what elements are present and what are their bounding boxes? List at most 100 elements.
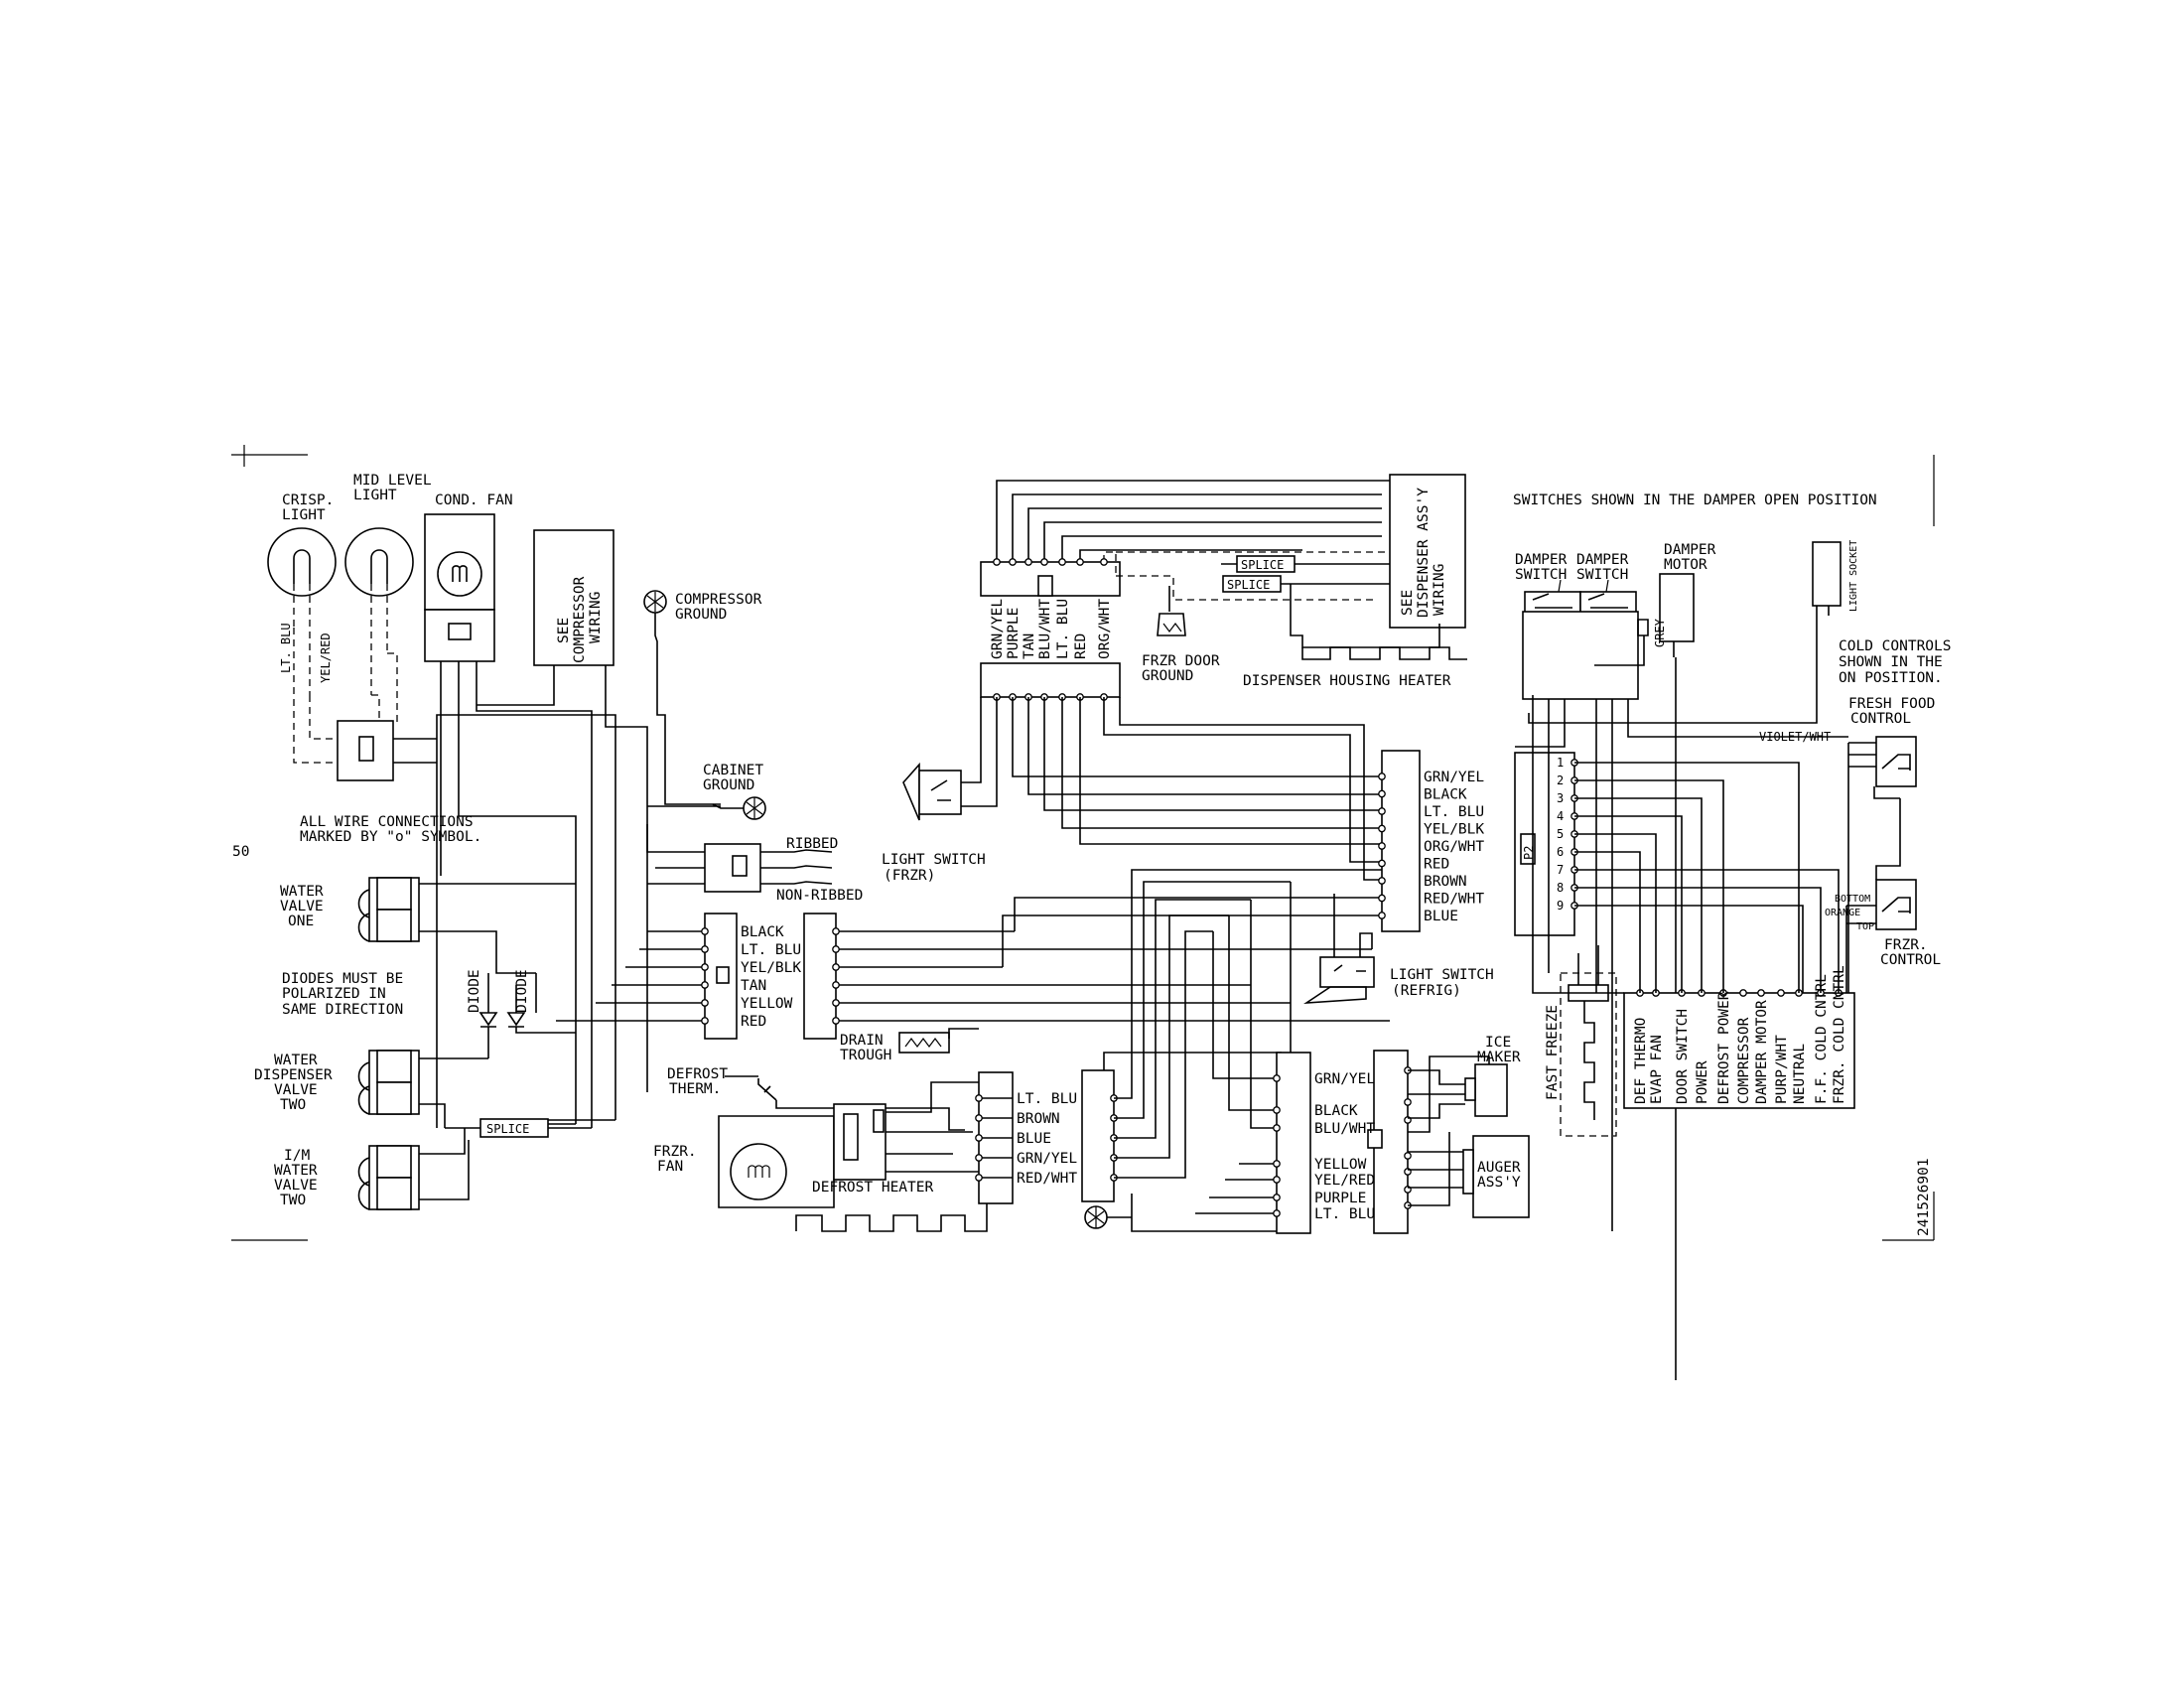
water-valve-one [357, 877, 576, 974]
splice-top-2-label: SPLICE [1227, 578, 1270, 592]
compressor-ground-label-1: COMPRESSOR [675, 592, 762, 608]
splice-top-1-label: SPLICE [1241, 558, 1284, 572]
p2-pin-number: 7 [1557, 863, 1564, 877]
light-switch-frzr-label-1: LIGHT SWITCH [882, 852, 986, 868]
p2-pin-number: 1 [1557, 756, 1564, 770]
icemaker-harness-pin [1273, 1106, 1281, 1114]
right-harness-wire-label: GRN/YEL [1424, 770, 1484, 785]
left-harness-pin [701, 927, 709, 935]
fresh-food-label-1: FRESH FOOD [1848, 696, 1935, 712]
ribbed-connector [646, 824, 833, 893]
dispenser-top-connector [980, 480, 1390, 698]
see-dispenser-label-2: DISPENSER ASS'Y [1416, 488, 1432, 618]
frzr-control-label-1: FRZR. [1884, 937, 1928, 953]
auger-assy [1408, 1132, 1530, 1218]
top-harness-wire-label: LT. BLU [1055, 599, 1071, 659]
board-terminal-pin [1739, 989, 1747, 997]
damper-switch-body [1522, 611, 1639, 700]
icemaker-harness-wire-label: BLU/WHT [1314, 1121, 1375, 1137]
defrost-harness-wire-label: GRN/YEL [1017, 1151, 1077, 1167]
right-harness-wire-label: RED/WHT [1424, 892, 1484, 908]
top-harness-wire-label: PURPLE [1006, 608, 1022, 659]
right-harness-pin [1378, 773, 1386, 780]
frzr-fan [718, 1081, 979, 1208]
splice-left-label: SPLICE [486, 1122, 529, 1136]
wire-lt-blu-label: LT. BLU [279, 623, 293, 673]
mid-light-label-1: MID LEVEL [353, 473, 432, 489]
note-diodes-1: DIODES MUST BE [282, 971, 403, 987]
note-connections-2: MARKED BY "o" SYMBOL. [300, 829, 481, 845]
left-harness-wire-label: BLACK [741, 924, 784, 940]
right-harness-pin [1378, 912, 1386, 919]
light-socket-label: LIGHT SOCKET [1848, 540, 1859, 612]
crisper-light [267, 527, 337, 695]
note-cold-controls-2: SHOWN IN THE [1839, 654, 1943, 670]
board-terminal-pin [1777, 989, 1785, 997]
drain-trough [898, 1028, 979, 1054]
damper-motor-label-1: DAMPER [1664, 542, 1716, 558]
defrost-harness-pin [975, 1174, 983, 1182]
icemaker-harness-pin [1273, 1176, 1281, 1184]
ice-maker-label-2: MAKER [1477, 1050, 1521, 1065]
note-connections-1: ALL WIRE CONNECTIONS [300, 814, 474, 830]
top-harness-pin [1024, 558, 1032, 566]
cond-fan-label: COND. FAN [435, 492, 513, 508]
right-harness-pin [1378, 807, 1386, 815]
right-harness-wire-label: ORG/WHT [1424, 839, 1484, 855]
splice-top-1 [1221, 555, 1390, 573]
dispenser-housing-heater [1301, 646, 1467, 660]
top-label: TOP [1856, 921, 1874, 932]
defrost-harness-wire-label: RED/WHT [1017, 1171, 1077, 1187]
water-valve-one-label-2: VALVE [280, 899, 324, 914]
defrost-harness-wire-label: LT. BLU [1017, 1091, 1077, 1107]
board-terminal-label: COMPRESSOR [1736, 1017, 1752, 1104]
right-harness-wire-label: BLACK [1424, 787, 1467, 803]
light-switch-refrig-label-2: (REFRIG) [1392, 983, 1461, 999]
left-harness-pin [701, 1017, 709, 1025]
auger-label-1: AUGER [1477, 1160, 1521, 1176]
im-water-label-3: VALVE [274, 1178, 318, 1194]
ribbed-label: RIBBED [786, 836, 838, 852]
right-harness-pin [1378, 789, 1386, 798]
cabinet-ground-label-1: CABINET [703, 763, 763, 778]
fast-freeze [1560, 945, 1617, 1137]
damper-motor [1594, 573, 1695, 1380]
left-harness-wire-label: YEL/BLK [741, 960, 801, 976]
defrost-heater [795, 1172, 988, 1232]
diode-right [487, 973, 576, 1058]
light-switch-frzr-label-2: (FRZR) [884, 868, 935, 884]
water-valve-one-label-1: WATER [280, 884, 324, 900]
left-harness-wire-label: YELLOW [741, 996, 793, 1012]
damper-motor-label-2: MOTOR [1664, 557, 1707, 573]
frzr-fan-label-1: FRZR. [653, 1144, 697, 1160]
icemaker-harness-pin [1273, 1074, 1281, 1082]
p2-pin-number: 2 [1557, 774, 1564, 787]
cabinet-ground [647, 796, 766, 820]
p2-label: P2 [1522, 846, 1536, 860]
defrost-harness-connector [978, 1069, 1115, 1204]
see-compressor-label-2: COMPRESSOR [572, 576, 588, 663]
dispenser-housing-heater-label: DISPENSER HOUSING HEATER [1243, 673, 1451, 689]
control-board [1623, 992, 1855, 1109]
p2-pin-number: 4 [1557, 809, 1564, 823]
compressor-ground-label-2: GROUND [675, 607, 727, 623]
left-harness-pin [701, 981, 709, 989]
note-diodes-2: POLARIZED IN [282, 986, 386, 1002]
left-harness-pin [701, 945, 709, 953]
see-dispenser-label-1: SEE [1400, 590, 1416, 616]
auger-label-2: ASS'Y [1477, 1175, 1521, 1191]
p2-pin-number: 8 [1557, 881, 1564, 895]
p2-pin-number: 3 [1557, 791, 1564, 805]
lights-connector [293, 628, 398, 781]
fresh-food-control [1848, 736, 1917, 799]
see-compressor-label-1: SEE [556, 618, 572, 643]
water-dispenser-valve [357, 1050, 488, 1128]
grey-label: GREY [1653, 618, 1667, 647]
non-ribbed-label: NON-RIBBED [776, 888, 863, 904]
frzr-door-ground-label-2: GROUND [1142, 668, 1193, 684]
light-socket [1528, 541, 1842, 724]
board-terminal-label: DOOR SWITCH [1675, 1009, 1691, 1104]
